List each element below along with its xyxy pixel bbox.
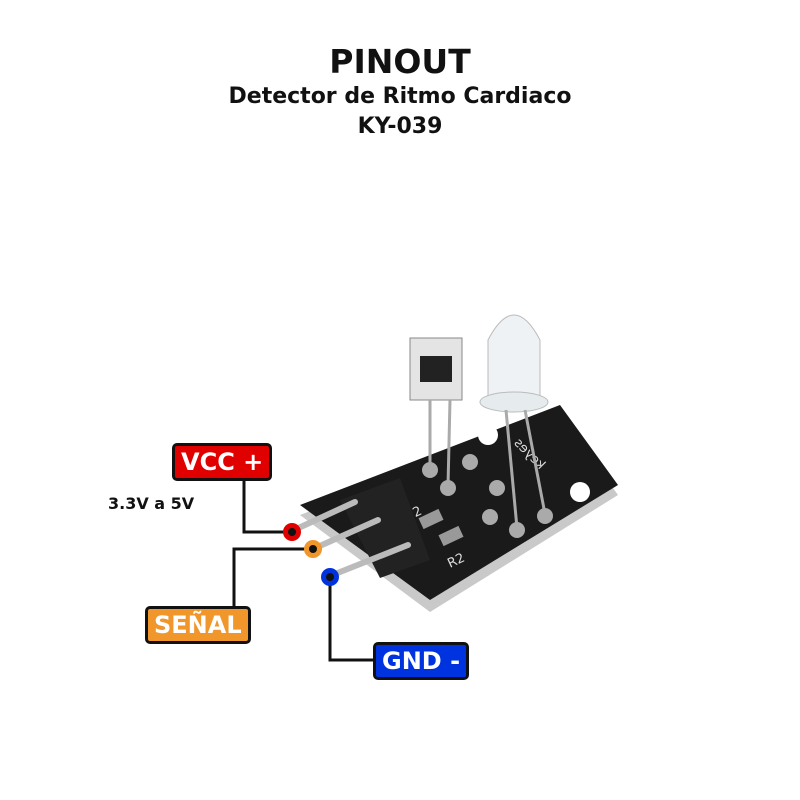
silkscreen-r2: R2 [445, 551, 467, 572]
signal-label: SEÑAL [145, 606, 251, 644]
mount-hole [478, 425, 498, 445]
gnd-label: GND - [373, 642, 470, 680]
led-rim [479, 391, 549, 413]
vcc-voltage-note: 3.3V a 5V [108, 494, 195, 513]
leader-lines [232, 477, 374, 662]
smd-resistor [438, 525, 464, 547]
mount-hole [570, 482, 590, 502]
phototransistor-window [420, 356, 452, 382]
page-title: PINOUT [329, 42, 471, 81]
page-subtitle: Detector de Ritmo Cardiaco [228, 84, 572, 109]
solder-pads [422, 454, 553, 538]
ir-led [487, 314, 541, 401]
model-number: KY-039 [357, 114, 443, 139]
smd-resistor [418, 508, 444, 530]
vcc-label: VCC + [172, 443, 273, 481]
header-pins [289, 499, 411, 579]
pin-header [340, 478, 430, 578]
